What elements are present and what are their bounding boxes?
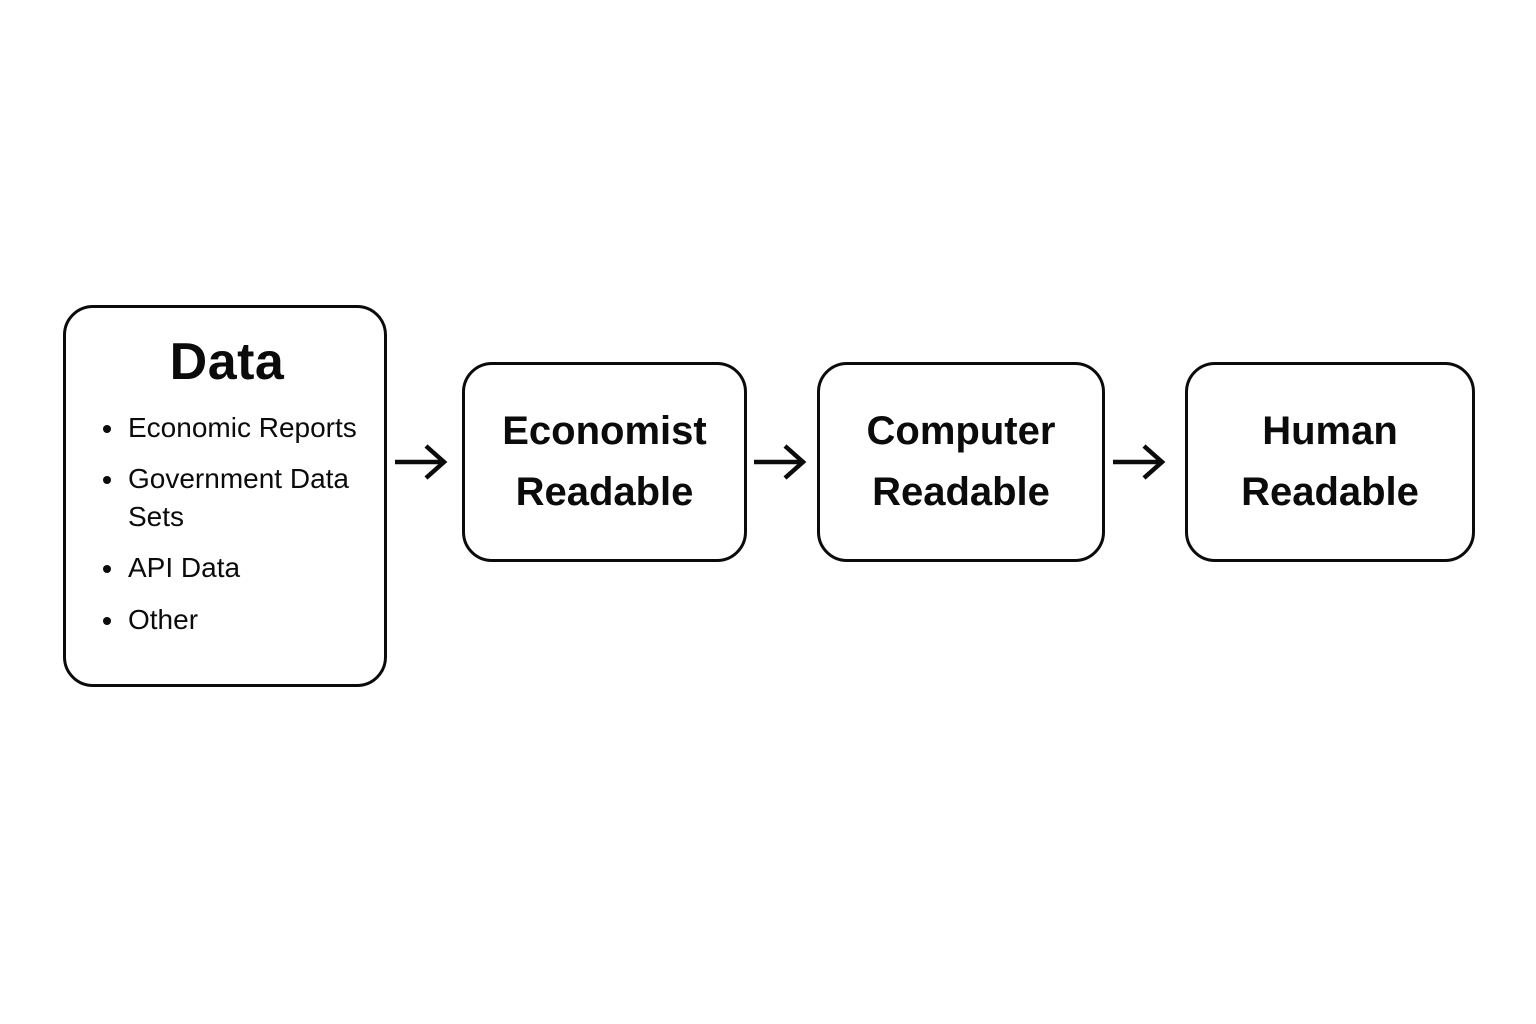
right-arrow-icon xyxy=(394,442,450,482)
bullet-item-label: Other xyxy=(128,603,199,635)
bullet-item: Other xyxy=(126,601,368,639)
bullet-item: Government Data Sets xyxy=(126,460,368,536)
right-arrow-icon xyxy=(753,442,809,482)
bullet-item-label: Government Data Sets xyxy=(128,463,349,533)
node-economist-readable: Economist Readable xyxy=(462,362,747,562)
bullet-item: Economic Reports xyxy=(126,409,368,447)
bullet-item-label: Economic Reports xyxy=(128,412,357,444)
node-data: Data Economic Reports Government Data Se… xyxy=(63,305,387,687)
node-computer-readable: Computer Readable xyxy=(817,362,1105,562)
node-label: Economist Readable xyxy=(502,409,707,514)
node-human-readable: Human Readable xyxy=(1185,362,1475,562)
node-label: Human Readable xyxy=(1241,409,1419,514)
bullet-item-label: API Data xyxy=(128,552,241,584)
right-arrow-icon xyxy=(1112,442,1168,482)
node-data-title: Data xyxy=(169,333,285,391)
node-label: Computer Readable xyxy=(866,409,1056,514)
data-bullet-list: Economic Reports Government Data Sets AP… xyxy=(80,409,374,638)
bullet-item: API Data xyxy=(126,549,368,587)
